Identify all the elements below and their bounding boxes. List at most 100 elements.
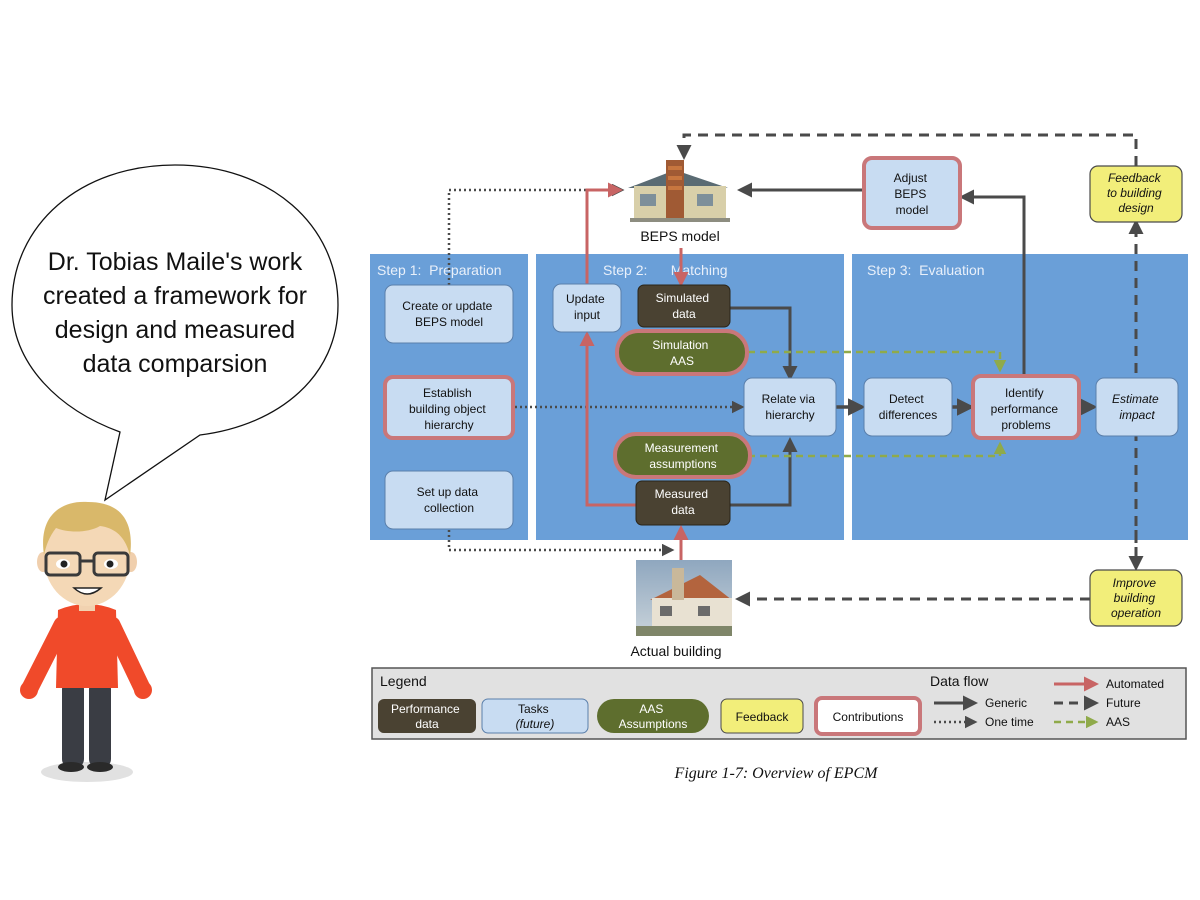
identify-line3: problems [1001, 418, 1050, 432]
legend: Legend Performance data Tasks (future) A… [371, 667, 1187, 740]
setup-collection-line2: collection [424, 501, 474, 515]
svg-text:Measured data: Measured data [655, 487, 712, 517]
legend-onetime-label: One time [985, 715, 1034, 729]
legend-contributions-label: Contributions [833, 710, 904, 724]
legend-feedback-swatch [720, 698, 804, 734]
simulation-aas-box [615, 329, 749, 376]
measured-data-line1: Measured [655, 487, 708, 501]
svg-text:Update input: Update input [566, 292, 608, 322]
generic-arrow-meas-relate [730, 437, 798, 507]
update-input-box [552, 283, 622, 333]
relate-hierarchy-box [743, 377, 837, 437]
speech-line-2: created a framework for [43, 282, 307, 310]
simulated-data-line2: data [672, 307, 696, 321]
measurement-assumptions-box [613, 432, 752, 479]
automated-arrow-measured-update [579, 331, 636, 507]
legend-dataflow-title: Data flow [930, 673, 989, 689]
legend-aas-line2: Assumptions [619, 717, 688, 731]
svg-text:Estimate impact: Estimate impact [1112, 392, 1162, 422]
svg-text:Improve building o: Improve building operation [1111, 576, 1161, 620]
step3-title: Step 3: Evaluation [867, 262, 985, 278]
beps-model-house-image [628, 160, 730, 222]
update-input-line1: Update [566, 292, 605, 306]
estimate-line2: impact [1119, 408, 1155, 422]
onetime-arrow-collection [447, 530, 675, 557]
feedback-design-box [1089, 165, 1183, 223]
actual-building-label: Actual building [630, 643, 721, 659]
legend-future-label: Future [1106, 696, 1141, 710]
svg-text:Feedback to building: Feedback to building design [1107, 171, 1165, 215]
svg-text:Detect differences: Detect differences [879, 392, 937, 422]
identify-problems-box [971, 374, 1081, 440]
speech-bubble: Dr. Tobias Maile's work created a framew… [11, 164, 339, 502]
step1-title: Step 1: Preparation [377, 262, 502, 278]
generic-arrow-identify-adjust [959, 189, 1026, 376]
legend-automated-label: Automated [1106, 677, 1164, 691]
improve-operation-line1: Improve [1113, 576, 1157, 590]
svg-text:Set up data collection: Set up data collection [417, 485, 482, 515]
legend-generic-label: Generic [985, 696, 1027, 710]
improve-operation-line2: building [1114, 591, 1156, 605]
svg-text:Adjust BEPS model: Adjust BEPS model [894, 171, 931, 217]
improve-operation-box [1089, 569, 1183, 627]
aas-arrow-simulation [748, 350, 1007, 373]
svg-text:Simulated data: Simulated data [656, 291, 713, 321]
detect-line1: Detect [889, 392, 924, 406]
measurement-assumptions-line1: Measurement [645, 441, 719, 455]
legend-contributions-swatch [814, 696, 922, 736]
adjust-beps-line2: BEPS [894, 187, 926, 201]
create-update-box [384, 284, 514, 344]
avatar [20, 501, 152, 782]
svg-text:Establish building objec: Establish building object hierarchy [409, 386, 489, 432]
adjust-beps-line1: Adjust [894, 171, 928, 185]
speech-line-3: design and measured [55, 316, 295, 344]
svg-text:Identify performance: Identify performance problems [991, 386, 1062, 432]
svg-text:Simulation AAS: Simulation AAS [652, 338, 711, 368]
measured-data-box [635, 480, 731, 526]
create-update-line1: Create or update [402, 299, 492, 313]
identify-line1: Identify [1005, 386, 1044, 400]
svg-text:Create or update BEPS mo: Create or update BEPS model [402, 299, 495, 329]
onetime-arrow-beps [447, 183, 625, 285]
estimate-impact-box [1095, 377, 1179, 437]
establish-hierarchy-box [383, 375, 515, 440]
svg-text:Measurement assumptions: Measurement assumptions [645, 441, 722, 471]
feedback-design-line1: Feedback [1108, 171, 1162, 185]
svg-text:Performance data: Performance data [391, 702, 463, 731]
identify-line2: performance [991, 402, 1059, 416]
actual-building-image [636, 560, 732, 636]
measurement-assumptions-line2: assumptions [649, 457, 716, 471]
legend-feedback-label: Feedback [736, 710, 790, 724]
detect-line2: differences [879, 408, 937, 422]
improve-operation-line3: operation [1111, 606, 1161, 620]
step2-title: Step 2: Matching [603, 262, 728, 278]
detect-differences-box [863, 377, 953, 437]
relate-line1: Relate via [762, 392, 816, 406]
epcm-figure: Step 1: Preparation Step 2: Matching Ste… [350, 117, 1192, 782]
establish-line1: Establish [423, 386, 472, 400]
estimate-line1: Estimate [1112, 392, 1159, 406]
figure-caption: Figure 1-7: Overview of EPCM [674, 765, 880, 782]
setup-collection-box [384, 470, 514, 530]
simulated-data-box [637, 284, 731, 328]
measured-data-line2: data [671, 503, 695, 517]
svg-text:AAS Assumptions: AAS Assumptions [619, 702, 688, 731]
svg-text:Relate via hierarchy: Relate via hierarchy [762, 392, 819, 422]
relate-line2: hierarchy [765, 408, 814, 422]
legend-tasks-line2: (future) [516, 717, 555, 731]
feedback-design-line3: design [1118, 201, 1154, 215]
legend-title: Legend [380, 673, 427, 689]
legend-performance-line2: data [415, 717, 439, 731]
legend-tasks-line1: Tasks [518, 702, 549, 716]
generic-arrow-sim-relate [730, 306, 798, 381]
setup-collection-line1: Set up data [417, 485, 479, 499]
simulation-aas-line1: Simulation [652, 338, 708, 352]
legend-performance-data-swatch [378, 699, 476, 733]
adjust-beps-line3: model [896, 203, 929, 217]
legend-aas-line1: AAS [639, 702, 663, 716]
future-arrow-top [676, 133, 1138, 166]
legend-aas-swatch [597, 699, 709, 733]
speech-line-4: data comparsion [83, 350, 268, 378]
feedback-design-line2: to building [1107, 186, 1162, 200]
